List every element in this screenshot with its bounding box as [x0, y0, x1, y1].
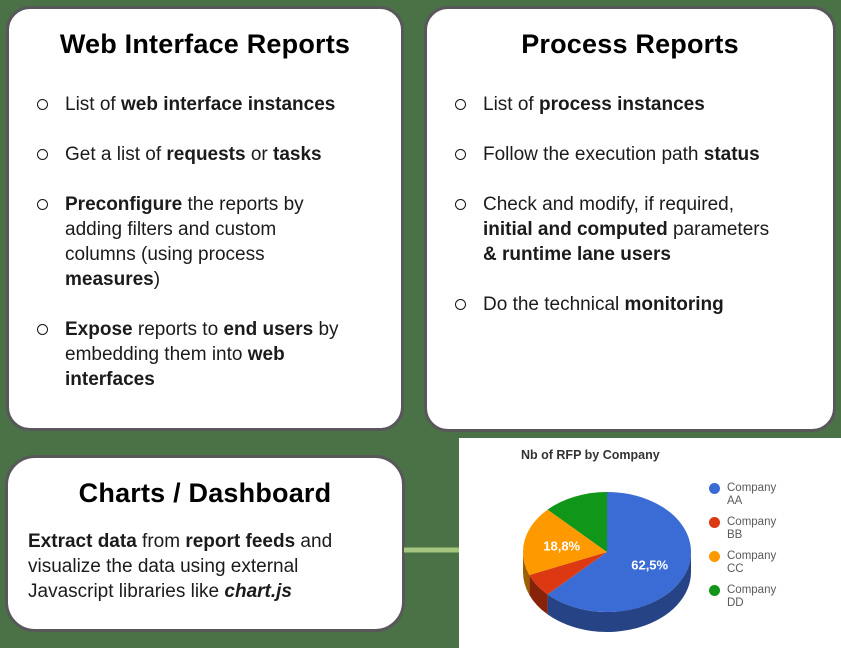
legend-entry: Company AA: [709, 482, 785, 508]
card-charts-dashboard: Charts / Dashboard Extract data from rep…: [5, 455, 405, 632]
chart-legend: Company AA Company BB Company CC Company DD: [709, 482, 785, 618]
bullet-text: Do the technical monitoring: [483, 294, 724, 315]
bullet-marker-icon: [455, 99, 466, 110]
legend-entry: Company DD: [709, 584, 785, 610]
legend-entry: Company CC: [709, 550, 785, 576]
bullet-marker-icon: [455, 199, 466, 210]
pie-slice-side: [529, 574, 548, 615]
bullet-item: Follow the execution path status: [455, 142, 825, 167]
legend-swatch-icon: [709, 483, 720, 494]
bullet-marker-icon: [37, 149, 48, 160]
bullet-marker-icon: [37, 199, 48, 210]
bullet-item: Get a list of requests or tasks: [37, 142, 393, 167]
bullet-marker-icon: [455, 299, 466, 310]
legend-swatch-icon: [709, 517, 720, 528]
legend-label: Company BB: [727, 516, 777, 541]
card-web-interface-reports: Web Interface Reports List of web interf…: [6, 6, 404, 431]
pie-chart: 62,5% 18,8%: [523, 492, 691, 632]
card-title-charts-dashboard: Charts / Dashboard: [78, 478, 332, 508]
legend-label: Company DD: [727, 584, 777, 609]
legend-label: Company AA: [727, 482, 777, 507]
bullet-text: Follow the execution path status: [483, 144, 760, 165]
bullet-marker-icon: [37, 99, 48, 110]
bullet-item: Do the technical monitoring: [455, 292, 825, 317]
bullet-text: List of web interface instances: [65, 94, 336, 115]
pie-slice-side: [523, 552, 530, 595]
bullet-text: Get a list of requests or tasks: [65, 144, 322, 165]
legend-swatch-icon: [709, 585, 720, 596]
bullet-item: List of web interface instances: [37, 92, 393, 117]
bullet-item: Check and modify, if required,initial an…: [455, 192, 825, 267]
legend-swatch-icon: [709, 551, 720, 562]
pie-slice-label: 18,8%: [543, 539, 580, 554]
pie-slice: [523, 509, 607, 575]
bullet-marker-icon: [37, 324, 48, 335]
pie-slice-label: 62,5%: [631, 558, 668, 573]
card-title-process-reports: Process Reports: [521, 29, 739, 59]
pie-chart-panel: Nb of RFP by Company 62,5% 18,8% Company …: [459, 438, 841, 648]
pie-slice-side: [547, 552, 691, 632]
legend-label: Company CC: [727, 550, 777, 575]
pie-slice: [529, 552, 607, 595]
bullet-text: List of process instances: [483, 94, 705, 115]
bullet-text: Check and modify, if required,initial an…: [483, 194, 770, 265]
bullet-item: List of process instances: [455, 92, 825, 117]
legend-entry: Company BB: [709, 516, 785, 542]
card-process-reports: Process Reports List of process instance…: [424, 6, 836, 432]
card-title-web-interface-reports: Web Interface Reports: [59, 29, 351, 59]
pie-slice: [547, 492, 691, 612]
pie-slice: [547, 492, 607, 552]
chart-title: Nb of RFP by Company: [521, 448, 660, 462]
bullet-marker-icon: [455, 149, 466, 160]
